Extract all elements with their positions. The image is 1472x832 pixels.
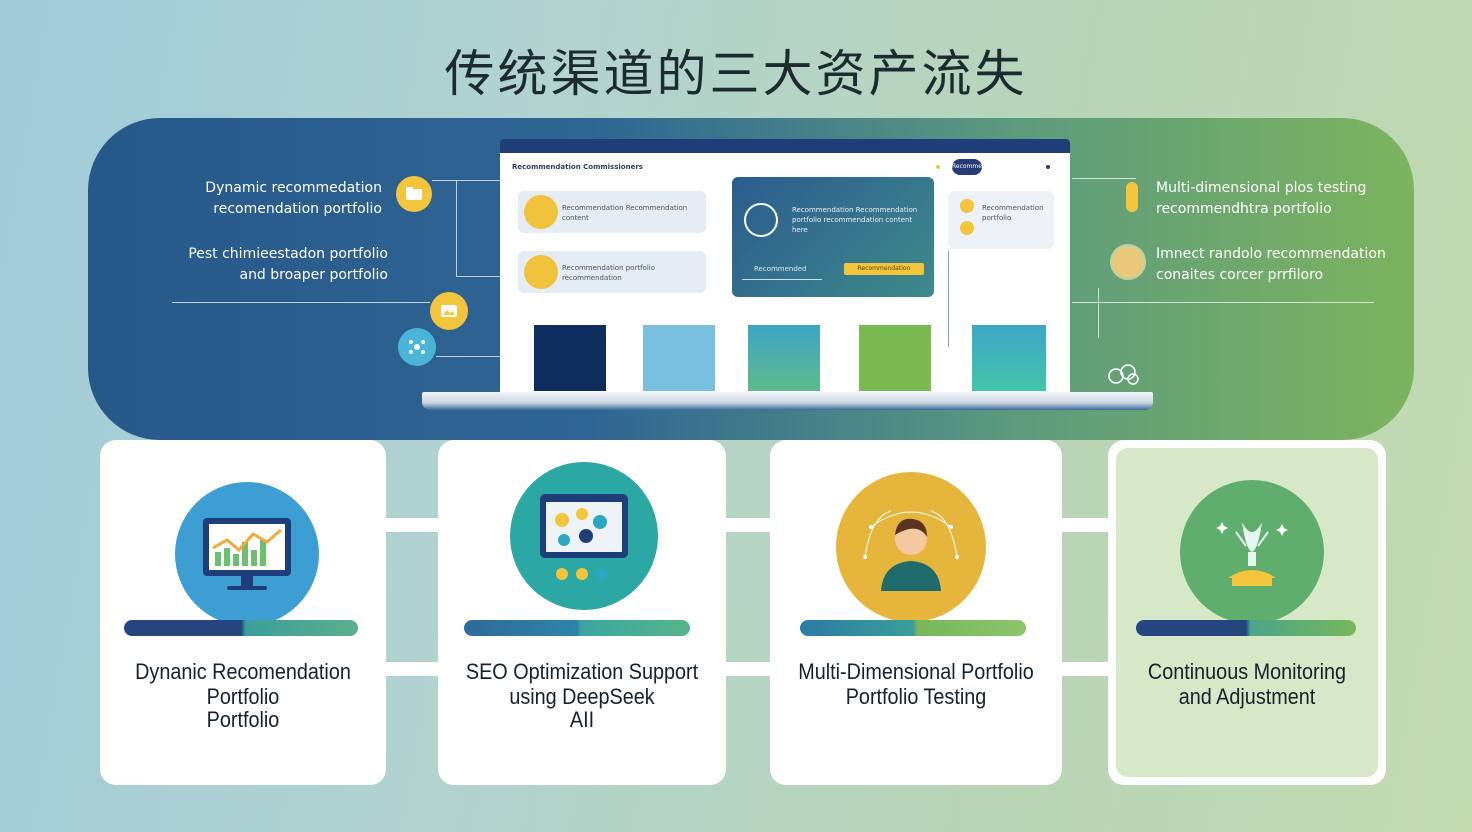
screen-feature-card[interactable]: Recommendation Recommendation portfolio … xyxy=(732,177,934,297)
feature-card-4-label: Continuous Monitoring and Adjustment xyxy=(1122,658,1372,710)
hero-left-item-2: Pest chimieestadon portfolio and broaper… xyxy=(150,244,388,286)
screen-side-text: Recommendation portfolio xyxy=(982,204,1044,222)
card-connector xyxy=(386,662,438,676)
hero-right-item-2: Imnect randolo recommendation conaites c… xyxy=(1156,244,1386,286)
screen-feature-label: Recommended xyxy=(754,265,807,273)
feature-card-4-line1: Continuous Monitoring xyxy=(1147,659,1347,684)
connector-line xyxy=(432,180,502,181)
feature-card-3[interactable]: Multi-Dimensional Portfolio Portfolio Te… xyxy=(770,440,1062,785)
globe-icon xyxy=(744,203,778,237)
hero-right-item-1-line2: recommendhtra portfolio xyxy=(1156,201,1332,217)
coin-icon xyxy=(1110,244,1146,280)
folder-icon xyxy=(396,176,432,212)
laptop-screen: Recommendation Commissioners Recommend R… xyxy=(500,139,1070,395)
progress-bar xyxy=(124,620,358,636)
monitor-chart-icon xyxy=(175,482,319,626)
screen-side-line xyxy=(948,251,949,347)
feature-card-2-line1: SEO Optimization Support xyxy=(465,659,699,684)
feature-card-2[interactable]: SEO Optimization Support using DeepSeek … xyxy=(438,440,726,785)
connector-line xyxy=(436,356,500,357)
card-connector xyxy=(1062,662,1110,676)
feature-card-3-label: Multi-Dimensional Portfolio Portfolio Te… xyxy=(785,658,1048,710)
feature-card-3-line1: Multi-Dimensional Portfolio xyxy=(798,659,1034,684)
card-connector xyxy=(1062,518,1110,532)
page-title: 传统渠道的三大资产流失 xyxy=(444,45,1028,103)
image-icon xyxy=(430,292,468,330)
hero-right-item-2-line1: Imnect randolo recommendation xyxy=(1156,246,1386,262)
progress-bar xyxy=(464,620,690,636)
screen-tile-1[interactable] xyxy=(534,325,606,391)
connector-line xyxy=(456,180,457,276)
screen-tile-4[interactable] xyxy=(859,325,931,391)
card-connector xyxy=(726,518,770,532)
screen-nav-dot xyxy=(1046,165,1050,169)
screen-feature-text: Recommendation Recommendation portfolio … xyxy=(792,206,918,234)
trophy-sparkle-icon xyxy=(1180,480,1324,624)
card-connector xyxy=(726,662,770,676)
avatar xyxy=(524,255,558,289)
feature-card-4-line2: and Adjustment xyxy=(1178,684,1316,709)
feature-card-4[interactable]: Continuous Monitoring and Adjustment xyxy=(1108,440,1386,785)
screen-card-1[interactable]: Recommendation Recommendation content xyxy=(518,191,706,233)
coin-icon xyxy=(960,199,974,213)
avatar xyxy=(524,195,558,229)
feature-card-3-line2: Portfolio Testing xyxy=(845,684,987,709)
screen-tile-2[interactable] xyxy=(643,325,715,391)
hero-right-item-2-line2: conaites corcer prrfiloro xyxy=(1156,267,1324,283)
screen-tile-5[interactable] xyxy=(972,325,1046,391)
hero-right-item-1-line1: Multi-dimensional plos testing xyxy=(1156,180,1367,196)
coin-icon xyxy=(960,221,974,235)
screen-nav-dot xyxy=(936,165,940,169)
progress-bar xyxy=(800,620,1026,636)
screen-tile-3[interactable] xyxy=(748,325,820,391)
progress-bar xyxy=(1136,620,1356,636)
feature-card-1-line1: Dynanic Recomendation xyxy=(135,659,351,684)
screen-feature-button[interactable]: Recommendation xyxy=(844,263,924,275)
tablet-apps-icon xyxy=(510,462,658,610)
hero-left-item-1: Dynamic recommedation recomendation port… xyxy=(150,178,382,220)
hero-left-item-1-line2: recomendation portfolio xyxy=(213,201,382,217)
person-network-icon xyxy=(836,472,986,622)
feature-card-2-label: SEO Optimization Support using DeepSeek … xyxy=(452,658,711,733)
screen-nav-left: Recommendation Commissioners xyxy=(512,163,643,171)
connector-line xyxy=(456,276,500,277)
cloud-doodle-icon xyxy=(1106,362,1142,386)
lightbulb-icon xyxy=(1126,182,1138,212)
screen-card-2-text: Recommendation portfolio recommendation xyxy=(562,264,656,282)
hero-left-item-2-line2: and broaper portfolio xyxy=(239,267,388,283)
feature-card-2-line2: using DeepSeek xyxy=(509,684,655,709)
hero-left-item-2-line1: Pest chimieestadon portfolio xyxy=(188,246,388,262)
card-connector xyxy=(386,518,438,532)
screen-nav-button[interactable]: Recommend xyxy=(952,159,990,175)
feature-card-1-line3: Portfolio xyxy=(206,707,280,732)
network-icon xyxy=(398,328,436,366)
laptop-base xyxy=(422,392,1153,410)
connector-line xyxy=(1072,302,1374,303)
connector-line xyxy=(1072,178,1136,179)
hero-left-item-1-line1: Dynamic recommedation xyxy=(205,180,382,196)
connector-line xyxy=(1098,288,1099,338)
connector-line xyxy=(172,302,430,303)
feature-card-2-line3: AII xyxy=(569,707,595,732)
feature-card-1-line2: Portfolio xyxy=(206,684,280,709)
screen-feature-underline xyxy=(742,279,822,280)
feature-card-1[interactable]: Dynanic Recomendation Portfolio Portfoli… xyxy=(100,440,386,785)
screen-side-card[interactable]: Recommendation portfolio xyxy=(948,191,1054,249)
feature-card-1-label: Dynanic Recomendation Portfolio Portfoli… xyxy=(114,658,371,733)
screen-card-2[interactable]: Recommendation portfolio recommendation xyxy=(518,251,706,293)
screen-card-1-text: Recommendation Recommendation content xyxy=(562,204,688,222)
hero-right-item-1: Multi-dimensional plos testing recommend… xyxy=(1156,178,1386,220)
